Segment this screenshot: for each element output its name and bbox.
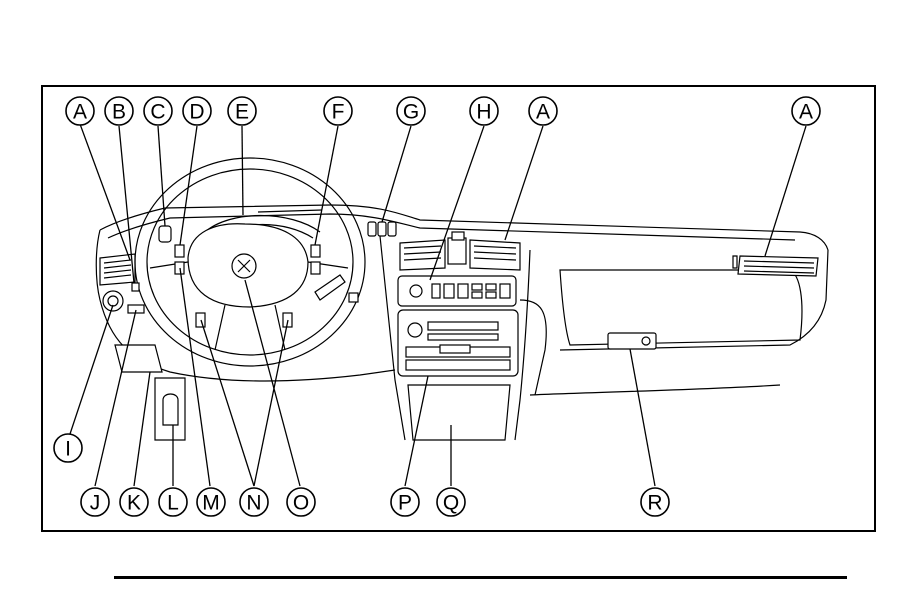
callout-d: D (183, 97, 211, 125)
audio-system (398, 310, 518, 376)
callout-g: G (397, 97, 425, 125)
climate-control-panel (398, 276, 516, 306)
footer-rule (114, 576, 847, 579)
callout-e: E (228, 97, 256, 125)
right-air-vent (733, 256, 818, 276)
svg-text:R: R (647, 492, 662, 515)
svg-text:E: E (235, 101, 249, 124)
svg-text:G: G (403, 101, 419, 124)
callout-o: O (287, 488, 315, 516)
callout-a-center: A (529, 97, 557, 125)
svg-text:Q: Q (443, 492, 459, 515)
small-switch (132, 283, 139, 291)
svg-text:A: A (73, 101, 87, 124)
svg-text:O: O (293, 492, 309, 515)
svg-text:N: N (246, 492, 261, 515)
dashboard-illustration (96, 158, 828, 440)
hood-release (155, 378, 185, 440)
callout-a-left: A (66, 97, 94, 125)
callout-a-right: A (792, 97, 820, 125)
lamp-control (159, 226, 171, 242)
square-switch (349, 293, 358, 302)
callout-k: K (120, 488, 148, 516)
callout-c: C (144, 97, 172, 125)
callout-f: F (324, 97, 352, 125)
callout-m: M (197, 488, 225, 516)
callout-p: P (391, 488, 419, 516)
callout-n: N (240, 488, 268, 516)
center-console (408, 385, 510, 440)
svg-text:I: I (65, 438, 71, 461)
callout-j: J (81, 488, 109, 516)
svg-text:L: L (167, 492, 179, 515)
svg-text:K: K (127, 492, 141, 515)
svg-text:A: A (799, 101, 813, 124)
headlamp-switch (103, 291, 123, 311)
svg-text:C: C (150, 101, 165, 124)
callout-i: I (54, 434, 82, 462)
svg-text:B: B (112, 101, 126, 124)
svg-text:P: P (398, 492, 412, 515)
svg-text:J: J (90, 492, 101, 515)
svg-text:F: F (332, 101, 345, 124)
svg-text:D: D (189, 101, 204, 124)
svg-text:A: A (536, 101, 550, 124)
callout-r: R (641, 488, 669, 516)
callout-q: Q (437, 488, 465, 516)
center-air-vents (400, 232, 520, 270)
callout-l: L (159, 488, 187, 516)
glove-box (560, 270, 802, 349)
g-controls (368, 222, 396, 236)
callout-b: B (105, 97, 133, 125)
svg-text:H: H (476, 101, 491, 124)
steering-wheel (135, 158, 365, 366)
svg-text:M: M (202, 492, 220, 515)
callout-h: H (470, 97, 498, 125)
